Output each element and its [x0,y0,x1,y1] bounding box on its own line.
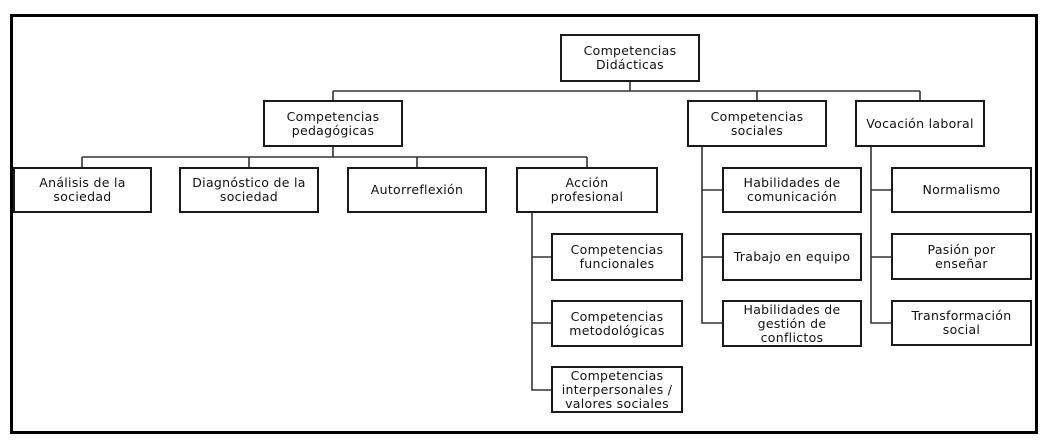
node-autorreflexion: Autorreflexión [347,167,487,213]
node-normalismo: Normalismo [891,167,1032,213]
node-pasion-ensenar: Pasión por enseñar [891,233,1032,280]
node-vocacion-laboral: Vocación laboral [855,100,985,147]
node-analisis-sociedad: Análisis de la sociedad [13,167,152,213]
node-accion-profesional: Acción profesional [516,167,658,213]
connector-accion-trunk [531,213,551,391]
connector-sociales-trunk [701,147,722,324]
node-competencias-funcionales: Competencias funcionales [551,233,683,281]
diagram-frame [10,14,1038,434]
node-competencias-sociales: Competencias sociales [687,100,827,147]
connector-vocacion-trunk [870,147,891,324]
node-competencias-metodologicas: Competencias metodológicas [551,300,683,347]
node-diagnostico-sociedad: Diagnóstico de la sociedad [179,167,319,213]
node-competencias-pedagogicas: Competencias pedagógicas [263,100,403,147]
node-trabajo-equipo: Trabajo en equipo [722,233,862,281]
node-competencias-didacticas: Competencias Didácticas [560,34,700,82]
node-habilidades-gestion-conflictos: Habilidades de gestión de conflictos [722,300,862,347]
node-habilidades-comunicacion: Habilidades de comunicación [722,167,862,213]
node-competencias-interpersonales: Competencias interpersonales / valores s… [551,366,683,413]
node-transformacion-social: Transformación social [891,300,1032,346]
